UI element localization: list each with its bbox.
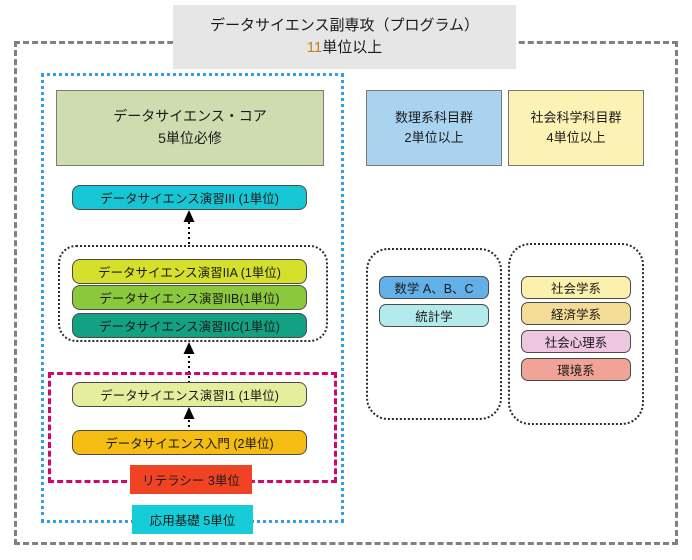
math-subjects-frame bbox=[366, 248, 502, 420]
subject-box-statistics[interactable]: 統計学 bbox=[379, 304, 489, 327]
foundation-box-literacy[interactable]: リテラシー 3単位 bbox=[130, 465, 252, 494]
subject-box-sociology[interactable]: 社会学系 bbox=[521, 276, 631, 299]
core-credits: 5単位必修 bbox=[158, 130, 222, 146]
course-box-ds-enshu-2a[interactable]: データサイエンス演習IIA (1単位) bbox=[72, 259, 307, 284]
social-group-title: 社会科学科目群 bbox=[530, 109, 622, 125]
social-group-credits: 4単位以上 bbox=[546, 130, 606, 145]
course-box-ds-enshu-2c[interactable]: データサイエンス演習IIC(1単位) bbox=[72, 313, 307, 338]
subject-box-economics[interactable]: 経済学系 bbox=[521, 302, 631, 325]
program-title-plate: データサイエンス副専攻（プログラム） 11単位以上 bbox=[173, 5, 516, 69]
course-box-ds-enshu-3[interactable]: データサイエンス演習III (1単位) bbox=[72, 185, 307, 210]
program-title: データサイエンス副専攻（プログラム） bbox=[209, 17, 480, 35]
program-credits-suffix: 単位以上 bbox=[322, 39, 383, 56]
arrow-up-to-enshu3-icon bbox=[182, 210, 196, 245]
math-group-credits: 2単位以上 bbox=[404, 130, 464, 145]
foundation-box-applied[interactable]: 応用基礎 5単位 bbox=[132, 505, 253, 534]
course-box-ds-enshu-2b[interactable]: データサイエンス演習IIB(1単位) bbox=[72, 285, 307, 310]
core-title: データサイエンス・コア bbox=[113, 108, 267, 125]
math-group-title: 数理系科目群 bbox=[394, 109, 473, 125]
arrow-up-to-enshu2-group-icon bbox=[182, 342, 196, 384]
math-group-header: 数理系科目群 2単位以上 bbox=[366, 90, 502, 166]
subject-box-math-abc[interactable]: 数学 A、B、C bbox=[379, 276, 489, 299]
data-science-core-box: データサイエンス・コア 5単位必修 bbox=[56, 90, 324, 166]
program-credits: 11単位以上 bbox=[307, 37, 383, 59]
subject-box-social-psych[interactable]: 社会心理系 bbox=[521, 330, 631, 353]
program-credits-number: 11 bbox=[306, 39, 323, 56]
social-group-header: 社会科学科目群 4単位以上 bbox=[508, 90, 644, 166]
course-box-ds-enshu-1[interactable]: データサイエンス演習I1 (1単位) bbox=[72, 382, 307, 407]
enshu2-group-frame bbox=[58, 245, 328, 342]
subject-box-environment[interactable]: 環境系 bbox=[521, 358, 631, 381]
arrow-up-to-enshu1-icon bbox=[182, 407, 196, 433]
course-box-ds-nyumon[interactable]: データサイエンス入門 (2単位) bbox=[72, 430, 307, 455]
social-subjects-frame bbox=[508, 243, 644, 425]
